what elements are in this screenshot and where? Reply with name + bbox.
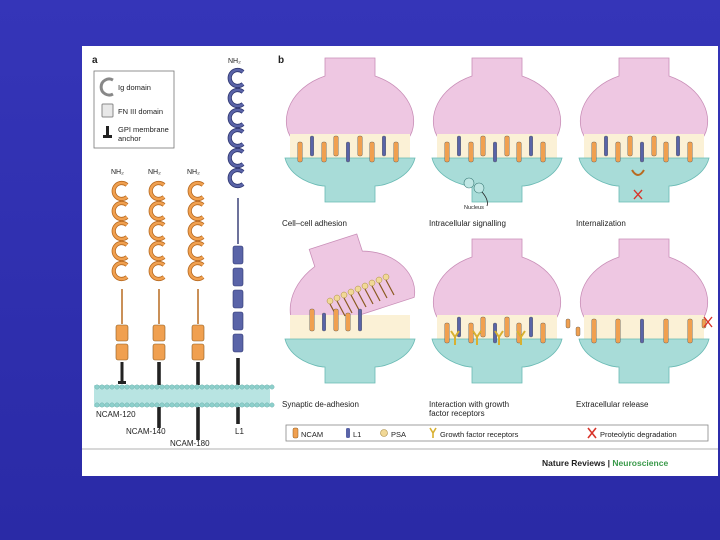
- legend-gpi-label-2: anchor: [118, 134, 141, 143]
- panel-b-letter: b: [278, 55, 284, 66]
- l1-isoform: NH₂: [228, 58, 243, 424]
- legend-ig-label: Ig domain: [118, 83, 151, 92]
- caption-internalization: Internalization: [576, 219, 626, 228]
- legend-fn3-label: FN III domain: [118, 107, 163, 116]
- isoform-label-ncam120: NCAM-120: [96, 410, 136, 419]
- caption-intracellular-signalling: Intracellular signalling: [429, 219, 506, 228]
- key-growth-factor: Growth factor receptors: [440, 430, 519, 439]
- key-ncam: NCAM: [301, 430, 323, 439]
- isoform-label-ncam180: NCAM-180: [170, 439, 210, 448]
- nh2-label: NH₂: [187, 169, 200, 176]
- psa-key-icon: [381, 430, 388, 437]
- caption-growth-factor-1: Interaction with growth: [429, 400, 509, 409]
- isoform-label-l1: L1: [235, 427, 244, 436]
- panel-a-letter: a: [92, 55, 98, 66]
- fn3-domain-icon: [102, 104, 113, 117]
- nh2-label: NH₂: [148, 169, 161, 176]
- synapse-adhesion: [285, 58, 415, 202]
- ncam-isoform-0: NH₂: [111, 169, 128, 384]
- nh2-label: NH₂: [111, 169, 124, 176]
- journal-credit: Nature Reviews | Neuroscience: [542, 458, 668, 468]
- figure-panel: a b Ig domain FN III domain GPI membrane: [82, 46, 718, 476]
- caption-growth-factor-2: factor receptors: [429, 409, 485, 418]
- synapse-signalling: [432, 58, 562, 206]
- key-psa: PSA: [391, 430, 406, 439]
- synapse-release: [566, 239, 712, 383]
- key-proteolytic: Proteolytic degradation: [600, 430, 677, 439]
- legend-gpi-label-1: GPI membrane: [118, 125, 169, 134]
- ncam-key-icon: [293, 428, 298, 438]
- caption-synaptic-de-adhesion: Synaptic de-adhesion: [282, 400, 359, 409]
- key-l1: L1: [353, 430, 361, 439]
- isoform-label-ncam140: NCAM-140: [126, 427, 166, 436]
- nh2-label: NH₂: [228, 58, 241, 65]
- synapse-growth-factor: [432, 239, 562, 383]
- panel-a-legend: Ig domain FN III domain GPI membrane anc…: [94, 71, 174, 148]
- l1-key-icon: [346, 428, 350, 438]
- caption-extracellular-release: Extracellular release: [576, 400, 649, 409]
- figure-svg: a b Ig domain FN III domain GPI membrane: [82, 46, 718, 476]
- panel-b-key: NCAM L1 PSA Growth factor receptors Prot…: [286, 425, 708, 441]
- synapse-de-adhesion: [272, 222, 417, 383]
- plasma-membrane: [94, 385, 274, 407]
- synapse-internalization: [579, 58, 709, 202]
- nucleus-label: Nucleus: [464, 205, 484, 211]
- caption-cell-adhesion: Cell–cell adhesion: [282, 219, 347, 228]
